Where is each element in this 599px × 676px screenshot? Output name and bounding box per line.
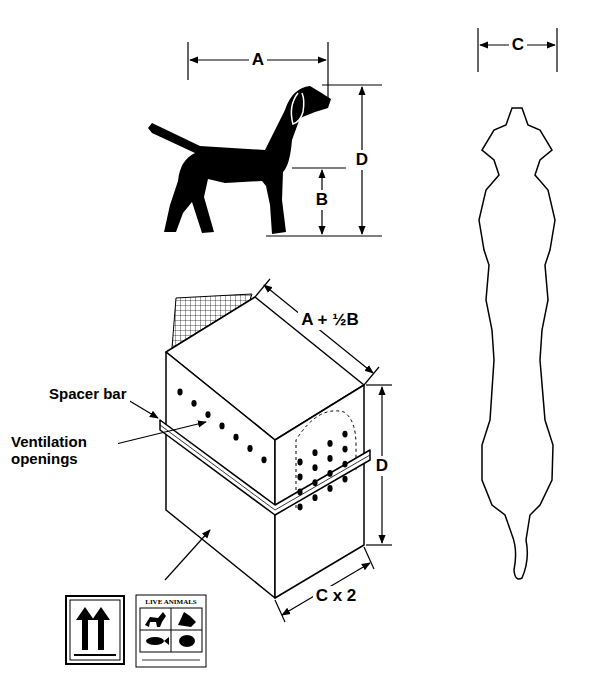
- vent-hole: [297, 474, 302, 481]
- dimension-label: D: [353, 150, 371, 170]
- part-label: Spacer bar: [46, 385, 130, 402]
- vent-hole: [342, 461, 347, 468]
- dimension-label: A: [249, 50, 267, 70]
- vent-hole: [297, 489, 302, 496]
- dimension-d-crate: [366, 385, 392, 545]
- dimension-label: B: [313, 190, 331, 210]
- vent-hole: [327, 470, 332, 477]
- dog-ear: [291, 93, 303, 124]
- dog-top-outline: [479, 108, 555, 579]
- vent-hole: [327, 440, 332, 447]
- part-label: Ventilation openings: [8, 433, 118, 468]
- vent-hole: [297, 459, 302, 466]
- dimension-a: [188, 42, 328, 98]
- vent-hole: [312, 464, 317, 471]
- vent-hole: [297, 504, 302, 511]
- vent-hole: [327, 485, 332, 492]
- vent-hole: [312, 449, 317, 456]
- ventilation-holes: [177, 389, 347, 511]
- vent-hole: [342, 476, 347, 483]
- vent-hole: [205, 411, 210, 418]
- crate-front: [275, 385, 364, 598]
- leader-lines: [112, 400, 210, 580]
- dimension-a-half-b: [255, 279, 379, 385]
- vent-hole: [312, 479, 317, 486]
- live-animals-sticker: [136, 595, 206, 667]
- dimension-c-x-2: [275, 547, 374, 622]
- dimension-label: C x 2: [313, 586, 360, 606]
- this-way-up-sticker: [66, 596, 124, 664]
- dog-silhouette: [148, 86, 331, 234]
- vent-hole: [191, 400, 196, 407]
- dimension-label: D: [373, 456, 391, 476]
- dimension-label: C: [509, 35, 527, 55]
- dimension-b: [292, 168, 346, 234]
- dimension-c: [478, 28, 557, 72]
- vent-hole: [219, 423, 224, 430]
- vent-hole: [177, 389, 182, 396]
- vent-hole: [261, 456, 266, 463]
- vent-hole: [342, 446, 347, 453]
- spacer-bar: [160, 420, 370, 515]
- vent-hole: [327, 455, 332, 462]
- vent-hole: [247, 445, 252, 452]
- dimension-label: A + ½B: [298, 310, 361, 330]
- dimension-d: [266, 85, 382, 236]
- vent-hole: [233, 434, 238, 441]
- crate: [160, 294, 370, 598]
- vent-hole: [312, 494, 317, 501]
- sticker-text: LIVE ANIMALS: [144, 598, 198, 606]
- vent-hole: [342, 431, 347, 438]
